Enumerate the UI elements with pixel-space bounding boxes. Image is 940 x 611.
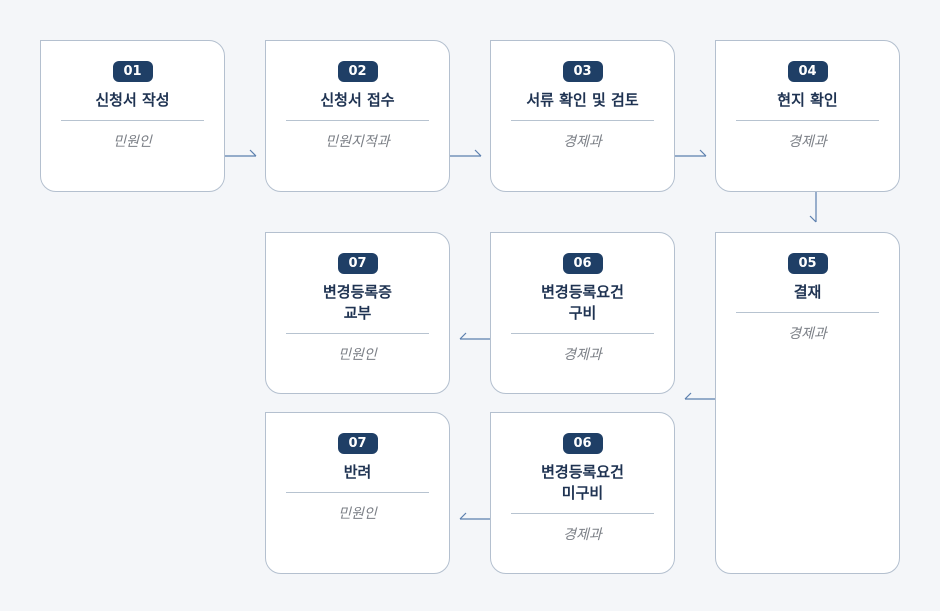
arrow-04-05 xyxy=(809,191,817,223)
step-title: 현지 확인 xyxy=(777,91,838,109)
step-number-badge: 07 xyxy=(337,433,378,454)
step-number-badge: 01 xyxy=(112,61,153,82)
step-06-box: 06 변경등록요건 구비 경제과 xyxy=(490,232,675,394)
step-number-badge: 03 xyxy=(562,61,603,82)
divider xyxy=(511,333,654,334)
divider xyxy=(286,333,429,334)
divider xyxy=(511,513,654,514)
step-title: 신청서 작성 xyxy=(95,91,170,109)
step-department: 민원인 xyxy=(338,506,377,522)
step-07b-box: 07 반려 민원인 xyxy=(265,412,450,574)
step-05-box: 05 결재 경제과 xyxy=(715,232,900,574)
step-number-badge: 07 xyxy=(337,253,378,274)
step-title: 반려 xyxy=(343,463,372,481)
step-06b-box: 06 변경등록요건 미구비 경제과 xyxy=(490,412,675,574)
step-title: 변경등록증 교부 xyxy=(322,283,392,322)
step-number-badge: 06 xyxy=(562,253,603,274)
step-title: 신청서 접수 xyxy=(320,91,395,109)
step-department: 민원인 xyxy=(338,347,377,363)
arrow-01-02 xyxy=(224,149,257,157)
step-title: 변경등록요건 구비 xyxy=(541,283,624,322)
step-01-box: 01 신청서 작성 민원인 xyxy=(40,40,225,192)
step-number-badge: 02 xyxy=(337,61,378,82)
step-number-badge: 06 xyxy=(562,433,603,454)
step-department: 민원인 xyxy=(113,134,152,150)
step-department: 경제과 xyxy=(563,527,602,543)
divider xyxy=(286,492,429,493)
step-department: 경제과 xyxy=(788,326,827,342)
divider xyxy=(736,120,879,121)
divider xyxy=(511,120,654,121)
step-department: 경제과 xyxy=(563,347,602,363)
step-department: 경제과 xyxy=(788,134,827,150)
arrow-06b-07b xyxy=(459,512,490,520)
arrow-06-07 xyxy=(459,332,490,340)
step-07-box: 07 변경등록증 교부 민원인 xyxy=(265,232,450,394)
step-department: 민원지적과 xyxy=(325,134,390,150)
divider xyxy=(286,120,429,121)
step-number-badge: 05 xyxy=(787,253,828,274)
step-department: 경제과 xyxy=(563,134,602,150)
step-03-box: 03 서류 확인 및 검토 경제과 xyxy=(490,40,675,192)
step-title: 결재 xyxy=(793,283,822,301)
step-04-box: 04 현지 확인 경제과 xyxy=(715,40,900,192)
step-title: 변경등록요건 미구비 xyxy=(541,463,624,502)
arrow-03-04 xyxy=(674,149,707,157)
arrow-05-06 xyxy=(684,392,715,400)
arrow-02-03 xyxy=(449,149,482,157)
step-number-badge: 04 xyxy=(787,61,828,82)
step-02-box: 02 신청서 접수 민원지적과 xyxy=(265,40,450,192)
divider xyxy=(61,120,204,121)
divider xyxy=(736,312,879,313)
step-title: 서류 확인 및 검토 xyxy=(526,91,639,109)
